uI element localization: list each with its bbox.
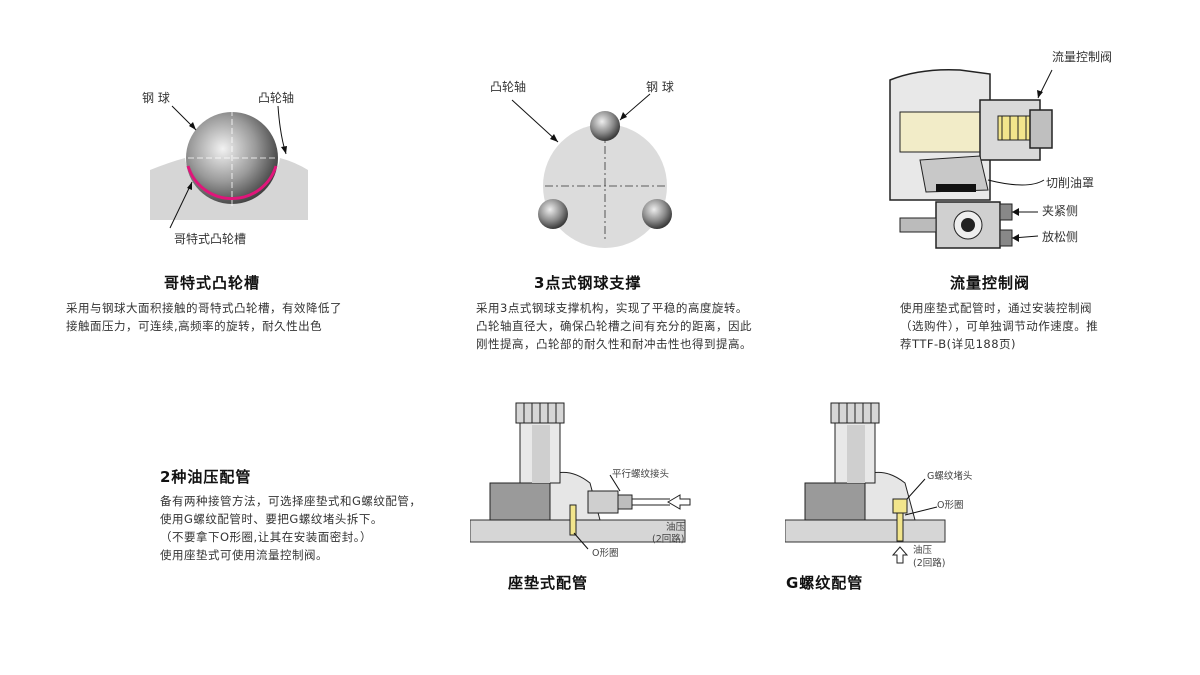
piping-desc-line: 备有两种接管方法，可选择座垫式和G螺纹配管， [160,494,422,508]
gothic-title: 哥特式凸轮槽 [164,274,261,292]
three-point-ball-label: 钢 球 [646,80,674,94]
three-point-desc-line: 凸轮轴直径大，确保凸轮槽之间有充分的距离，因此 [476,319,752,333]
piping-desc-line: 使用座垫式可使用流量控制阀。 [160,548,328,562]
flow-valve-desc-line: （选购件），可单独调节动作速度。推 [900,319,1099,333]
three-point-panel: 凸轮轴 钢 球 [480,70,710,260]
flow-valve-panel: 流量控制阀 切削油罩 夹紧侧 放松侧 [880,40,1140,260]
flow-valve-desc-line: 使用座垫式配管时，通过安装控制阀 [900,301,1092,315]
oil-cover-label: 切削油罩 [1046,176,1095,190]
g-thread-panel: G螺纹堵头 O形圈 油压 (2回路) [784,395,1025,570]
g-oring-label: O形圈 [937,500,964,511]
g-circuits-label: (2回路) [913,558,946,569]
seat-type-diagram [469,402,691,550]
seat-type-title: 座垫式配管 [508,574,589,592]
piping-title: 2种油压配管 [160,468,252,486]
g-thread-diagram [784,402,946,564]
three-point-desc-line: 刚性提高，凸轮部的耐久性和耐冲击性也得到提高。 [476,337,752,351]
flow-valve-diagram [889,68,1053,249]
g-oil-label: 油压 [913,545,933,556]
plug-label: G螺纹堵头 [927,471,973,482]
three-point-camshaft-label: 凸轮轴 [490,80,527,94]
gothic-desc-line: 接触面压力，可连续,高频率的旋转，耐久性出色 [66,319,323,333]
joint-label: 平行螺纹接头 [612,469,670,480]
three-point-desc: 采用3点式钢球支撑机构，实现了平稳的高度旋转。 凸轮轴直径大，确保凸轮槽之间有充… [476,299,816,353]
gothic-groove-label: 哥特式凸轮槽 [174,232,247,246]
release-side-label: 放松侧 [1042,230,1079,244]
seat-circuits-label: (2回路) [652,534,685,545]
three-point-title: 3点式钢球支撑 [534,274,642,292]
seat-oring-label: O形圈 [592,548,619,559]
piping-desc-line: （不要拿下O形圈,让其在安装面密封。） [160,530,372,544]
gothic-desc-line: 采用与钢球大面积接触的哥特式凸轮槽，有效降低了 [66,301,342,315]
gothic-ball-label: 钢 球 [142,91,170,105]
gothic-desc: 采用与钢球大面积接触的哥特式凸轮槽，有效降低了 接触面压力，可连续,高频率的旋转… [66,299,406,335]
gothic-groove-diagram [150,105,308,229]
seat-oil-label: 油压 [666,522,686,533]
gothic-panel: 钢 球 凸轮轴 哥特式凸轮槽 [130,80,330,250]
piping-desc: 备有两种接管方法，可选择座垫式和G螺纹配管， 使用G螺纹配管时、要把G螺纹堵头拆… [160,492,470,564]
three-point-diagram [511,93,672,248]
three-point-desc-line: 采用3点式钢球支撑机构，实现了平稳的高度旋转。 [476,301,748,315]
flow-valve-desc-line: 荐TTF-B(详见188页) [900,337,1017,351]
flow-valve-title: 流量控制阀 [950,274,1031,292]
flow-valve-desc: 使用座垫式配管时，通过安装控制阀 （选购件），可单独调节动作速度。推 荐TTF-… [900,299,1170,353]
clamp-side-label: 夹紧侧 [1042,204,1079,218]
piping-desc-line: 使用G螺纹配管时、要把G螺纹堵头拆下。 [160,512,383,526]
gothic-camshaft-label: 凸轮轴 [258,91,295,105]
flow-valve-label: 流量控制阀 [1052,50,1113,64]
seat-type-panel: 平行螺纹接头 油压 (2回路) O形圈 [469,395,710,570]
g-thread-title: G螺纹配管 [786,574,864,592]
